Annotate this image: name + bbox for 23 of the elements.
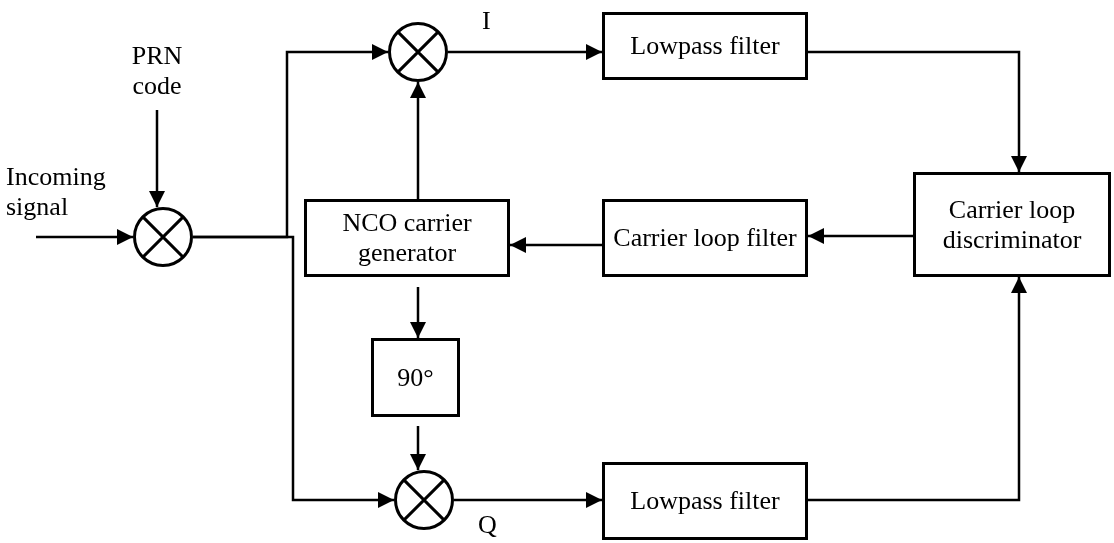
arrow [510,237,602,253]
arrow [454,492,602,508]
process-block: Lowpass filter [602,462,808,540]
arrow [410,426,426,470]
arrow [410,82,426,199]
arrow [808,277,1027,502]
multiplier-symbol [133,207,193,267]
process-block: Carrier loop discriminator [913,172,1111,277]
arrow [410,287,426,338]
process-block: NCO carrier generator [304,199,510,277]
process-block: Carrier loop filter [602,199,808,277]
signal-label: PRN code [130,41,184,101]
process-block: 90° [371,338,460,417]
arrow [193,235,394,508]
arrow [448,44,602,60]
signal-label: Incoming signal [6,162,107,222]
multiplier-symbol [394,470,454,530]
arrow [36,229,133,245]
arrow [808,228,913,244]
arrow [149,110,165,207]
process-block: Lowpass filter [602,12,808,80]
multiplier-symbol [388,22,448,82]
arrow [808,50,1027,172]
